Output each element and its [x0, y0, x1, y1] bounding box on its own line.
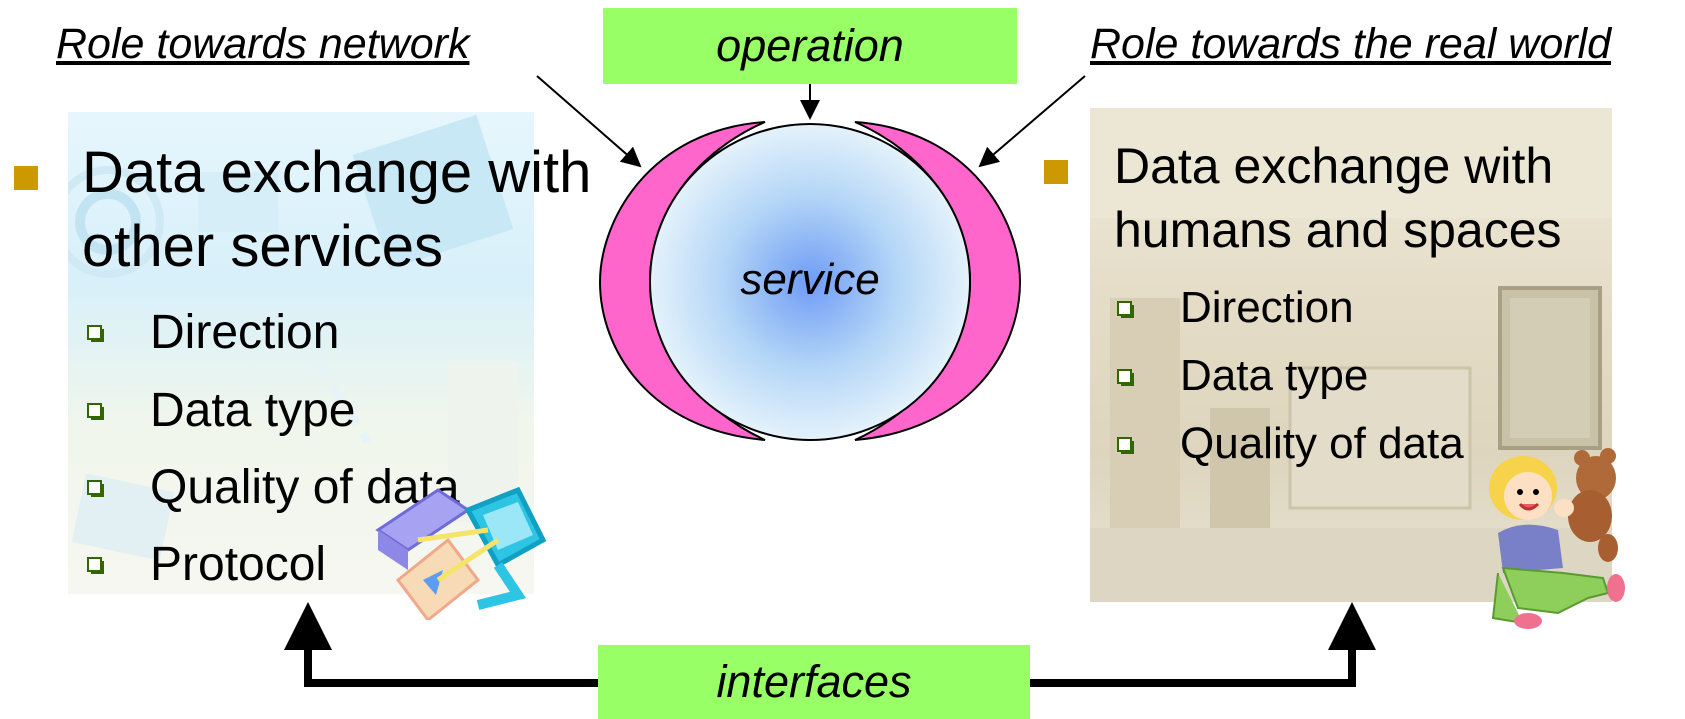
service-label: service [740, 255, 880, 304]
service-diagram [598, 121, 1022, 441]
left-item-label: Direction [150, 305, 340, 359]
left-item-label: Protocol [150, 537, 327, 591]
right-item-label: Direction [1180, 283, 1354, 332]
left-list-item: Direction [87, 302, 339, 362]
service-circle [649, 123, 971, 441]
checkbox-bullet-icon [87, 556, 104, 574]
checkbox-bullet-icon [87, 479, 104, 497]
right-main-bullet [1044, 160, 1068, 184]
heading-role-towards-network: Role towards network [56, 20, 470, 68]
left-list-item: Protocol [87, 534, 326, 594]
computer-network-clipart [375, 486, 547, 620]
interfaces-right-arrow [1030, 602, 1376, 687]
checkbox-bullet-icon [87, 402, 104, 420]
left-list-item: Data type [87, 380, 355, 440]
left-title-line1: Data exchange with [82, 140, 592, 205]
right-list-item: Quality of data [1117, 414, 1464, 474]
operation-label: operation [716, 20, 904, 71]
interfaces-box: interfaces [598, 645, 1030, 719]
right-item-label: Data type [1180, 351, 1369, 400]
left-title-line2: other services [82, 214, 444, 279]
checkbox-bullet-icon [1117, 368, 1134, 386]
real-world-role-arrow [978, 75, 1086, 168]
interfaces-label: interfaces [716, 656, 912, 707]
right-list-item: Direction [1117, 278, 1354, 338]
checkbox-bullet-icon [1117, 300, 1134, 318]
child-with-teddy-clipart [1489, 448, 1625, 629]
network-background-image [68, 112, 534, 594]
left-item-label: Quality of data [150, 460, 460, 514]
operation-box: operation [603, 8, 1017, 84]
left-list-item: Quality of data [87, 457, 460, 517]
right-title-line2: humans and spaces [1114, 202, 1562, 258]
checkbox-bullet-icon [87, 324, 104, 342]
left-item-label: Data type [150, 383, 356, 437]
right-title-line1: Data exchange with [1114, 138, 1554, 194]
left-main-bullet [14, 166, 38, 190]
network-clipart-decoration [68, 114, 518, 561]
heading-role-towards-real-world: Role towards the real world [1090, 20, 1612, 68]
network-role-arrow [536, 75, 642, 168]
right-item-label: Quality of data [1180, 419, 1464, 468]
right-list-item: Data type [1117, 346, 1368, 406]
interfaces-left-arrow [284, 602, 600, 687]
checkbox-bullet-icon [1117, 436, 1134, 454]
